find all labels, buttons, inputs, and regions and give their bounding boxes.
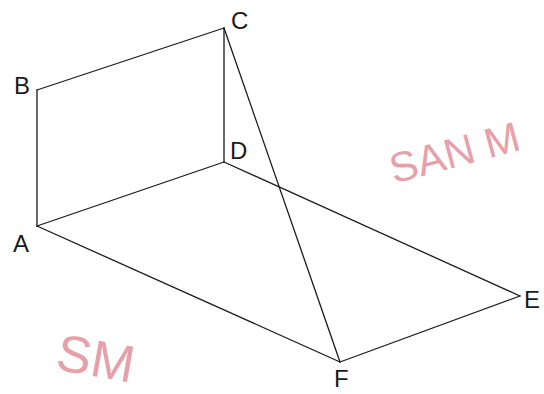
point-label: B xyxy=(14,74,30,98)
point-label: A xyxy=(13,232,29,256)
edge-line xyxy=(223,28,224,162)
watermark-text: SAN M xyxy=(385,116,524,191)
point-label: C xyxy=(231,9,248,33)
point-label: D xyxy=(230,139,247,163)
edge-line xyxy=(224,162,520,296)
edge-line xyxy=(224,28,340,362)
edge-line xyxy=(36,90,37,226)
point-label: E xyxy=(524,288,540,312)
edge-line xyxy=(340,296,520,362)
edge-line xyxy=(37,162,224,226)
edge-line xyxy=(37,28,224,90)
point-label: F xyxy=(334,367,349,391)
watermark-text: SM xyxy=(53,326,139,391)
